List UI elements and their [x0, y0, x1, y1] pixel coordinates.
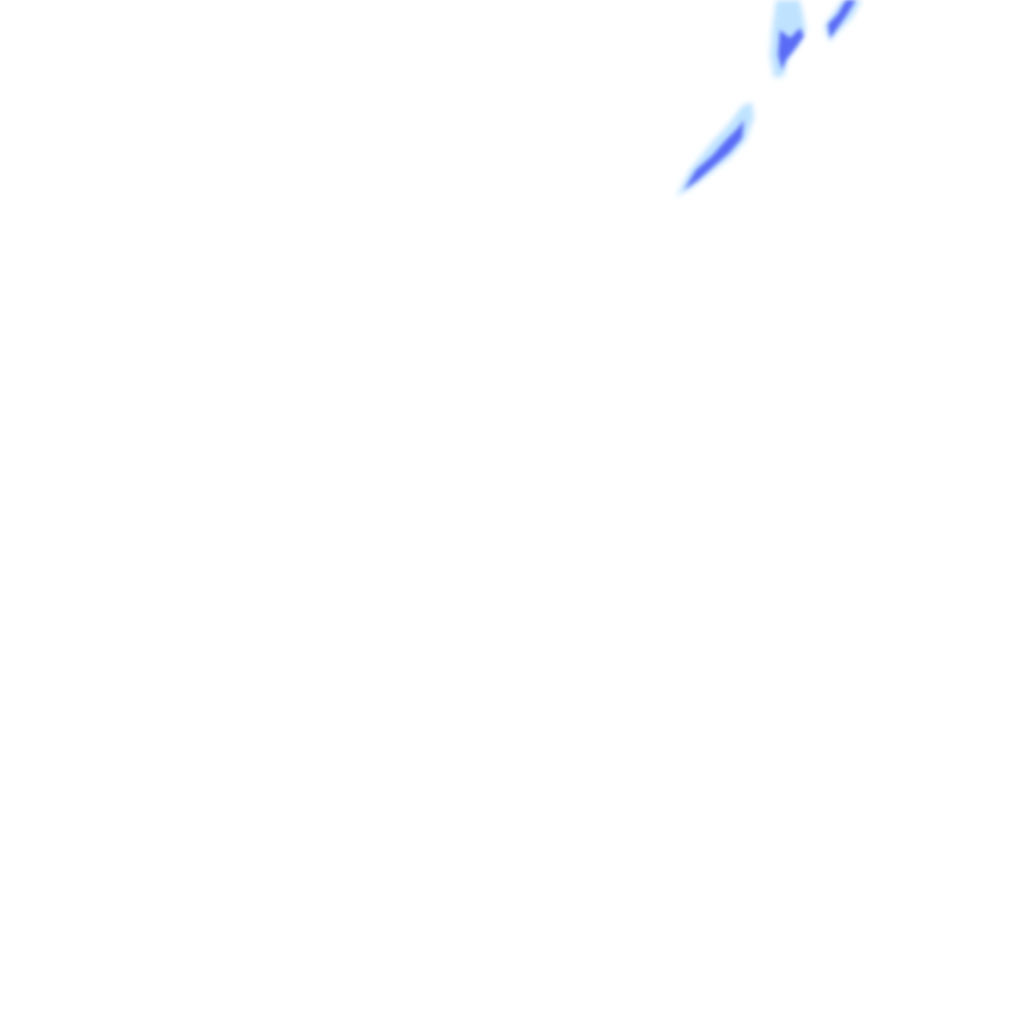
rain-band-northeast — [824, 0, 862, 42]
rain-band-center — [770, 0, 806, 78]
rain-band-southwest — [676, 102, 754, 197]
